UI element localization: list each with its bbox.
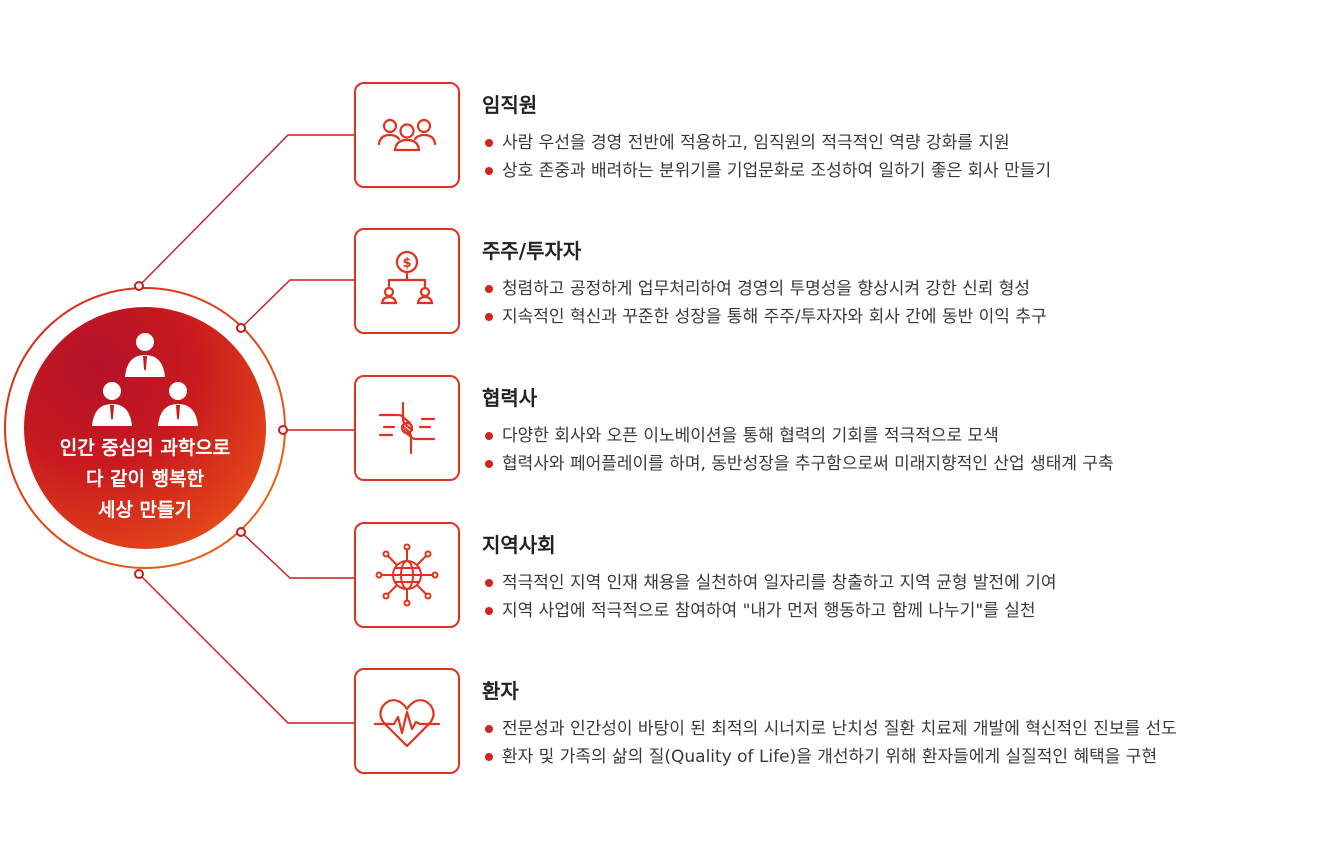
section-title: 지역사회 <box>482 533 556 557</box>
list-item: 적극적인 지역 인재 채용을 실천하여 일자리를 창출하고 지역 균형 발전에 … <box>482 569 1312 597</box>
joined-hands-icon <box>378 401 436 455</box>
list-item: 전문성과 인간성이 바탕이 된 최적의 시너지로 난치성 질환 치료제 개발에 … <box>482 715 1312 743</box>
list-item: 협력사와 페어플레이를 하며, 동반성장을 추구함으로써 미래지향적인 산업 생… <box>482 450 1312 478</box>
bullet-dot <box>485 725 493 733</box>
connector-node <box>236 323 246 333</box>
employees-card <box>354 82 460 188</box>
section-shareholders: 주주/투자자 청렴하고 공정하게 업무처리하여 경영의 투명성을 향상시켜 강한… <box>482 235 1312 331</box>
connector-line-employees <box>138 134 354 287</box>
bullet-text: 청렴하고 공정하게 업무처리하여 경영의 투명성을 향상시켜 강한 신뢰 형성 <box>502 279 1031 299</box>
connector-line-shareholders <box>240 279 354 329</box>
connector-node <box>236 527 246 537</box>
bullet-dot <box>485 432 493 440</box>
bullet-text: 지속적인 혁신과 꾸준한 성장을 통해 주주/투자자와 회사 간에 동반 이익 … <box>502 307 1047 327</box>
bullet-text: 상호 존중과 배려하는 분위기를 기업문화로 조성하여 일하기 좋은 회사 만들… <box>502 161 1052 181</box>
connector-node <box>134 281 144 291</box>
connector-line-community <box>240 531 354 579</box>
section-patients: 환자 전문성과 인간성이 바탕이 된 최적의 시너지로 난치성 질환 치료제 개… <box>482 675 1312 771</box>
list-item: 청렴하고 공정하게 업무처리하여 경영의 투명성을 향상시켜 강한 신뢰 형성 <box>482 275 1312 303</box>
bullet-text: 사람 우선을 경영 전반에 적용하고, 임직원의 적극적인 역량 강화를 지원 <box>502 133 1010 153</box>
bullet-text: 적극적인 지역 인재 채용을 실천하여 일자리를 창출하고 지역 균형 발전에 … <box>502 573 1057 593</box>
bullet-dot <box>485 139 493 147</box>
connector-node <box>278 425 288 435</box>
section-community: 지역사회 적극적인 지역 인재 채용을 실천하여 일자리를 창출하고 지역 균형… <box>482 529 1312 625</box>
section-title: 임직원 <box>482 93 538 117</box>
globe-network-icon <box>375 543 439 607</box>
partners-card <box>354 375 460 481</box>
list-item: 다양한 회사와 오픈 이노베이션을 통해 협력의 기회를 적극적으로 모색 <box>482 422 1312 450</box>
central-hub: 인간 중심의 과학으로 다 같이 행복한 세상 만들기 <box>14 297 276 559</box>
bullet-text: 전문성과 인간성이 바탕이 된 최적의 시너지로 난치성 질환 치료제 개발에 … <box>502 719 1177 739</box>
employees-icon <box>377 118 437 152</box>
patients-card <box>354 668 460 774</box>
list-item: 지속적인 혁신과 꾸준한 성장을 통해 주주/투자자와 회사 간에 동반 이익 … <box>482 303 1312 331</box>
bullet-text: 다양한 회사와 오픈 이노베이션을 통해 협력의 기회를 적극적으로 모색 <box>502 426 999 446</box>
connector-node <box>134 569 144 579</box>
section-partners: 협력사 다양한 회사와 오픈 이노베이션을 통해 협력의 기회를 적극적으로 모… <box>482 382 1312 478</box>
bullet-text: 환자 및 가족의 삶의 질(Quality of Life)을 개선하기 위해 … <box>502 747 1158 767</box>
bullet-text: 협력사와 페어플레이를 하며, 동반성장을 추구함으로써 미래지향적인 산업 생… <box>502 454 1114 474</box>
central-hub-circle: 인간 중심의 과학으로 다 같이 행복한 세상 만들기 <box>24 307 266 549</box>
svg-text:$: $ <box>402 256 411 271</box>
connector-line-patients <box>138 573 354 724</box>
bullet-dot <box>485 579 493 587</box>
hub-slogan-line: 인간 중심의 과학으로 <box>59 437 231 459</box>
community-card <box>354 522 460 628</box>
section-title: 환자 <box>482 679 519 703</box>
bullet-text: 지역 사업에 적극적으로 참여하여 "내가 먼저 행동하고 함께 나누기"를 실… <box>502 601 1036 621</box>
hub-slogan: 인간 중심의 과학으로 다 같이 행복한 세상 만들기 <box>24 433 266 526</box>
bullet-dot <box>485 285 493 293</box>
bullet-dot <box>485 460 493 468</box>
section-employees: 임직원 사람 우선을 경영 전반에 적용하고, 임직원의 적극적인 역량 강화를… <box>482 89 1312 185</box>
section-title: 주주/투자자 <box>482 239 582 263</box>
people-group-icon <box>92 333 198 426</box>
list-item: 상호 존중과 배려하는 분위기를 기업문화로 조성하여 일하기 좋은 회사 만들… <box>482 157 1312 185</box>
hub-slogan-line: 다 같이 행복한 <box>85 468 205 490</box>
bullet-dot <box>485 607 493 615</box>
list-item: 사람 우선을 경영 전반에 적용하고, 임직원의 적극적인 역량 강화를 지원 <box>482 129 1312 157</box>
list-item: 환자 및 가족의 삶의 질(Quality of Life)을 개선하기 위해 … <box>482 743 1312 771</box>
shareholder-dollar-icon: $ <box>380 250 434 305</box>
shareholders-card: $ <box>354 228 460 334</box>
list-item: 지역 사업에 적극적으로 참여하여 "내가 먼저 행동하고 함께 나누기"를 실… <box>482 597 1312 625</box>
heartbeat-icon <box>373 699 441 748</box>
section-title: 협력사 <box>482 386 538 410</box>
bullet-dot <box>485 167 493 175</box>
bullet-dot <box>485 313 493 321</box>
bullet-dot <box>485 753 493 761</box>
hub-slogan-line: 세상 만들기 <box>97 499 192 521</box>
